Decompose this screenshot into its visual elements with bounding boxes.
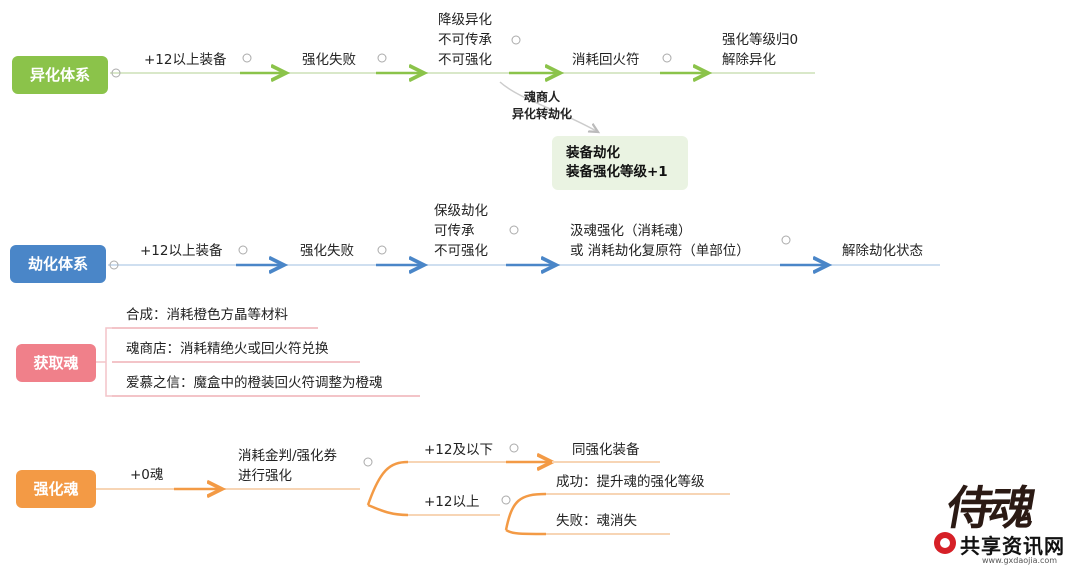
- watermark-brush-text: 侍魂: [942, 481, 1037, 535]
- branch4-step-1: +0魂: [130, 467, 164, 483]
- watermark-circle-icon: [934, 532, 956, 554]
- branch4-upper-outcome: 同强化装备: [572, 442, 640, 458]
- watermark-domain: www.gxdaojia.com: [982, 556, 1058, 565]
- root-node-calamity: 劫化体系: [10, 245, 106, 283]
- branch1-side-label: 魂商人 异化转劫化: [512, 90, 573, 121]
- branch4-lower-fail: 失败：魂消失: [556, 513, 637, 529]
- branch4-lower-condition: +12以上: [424, 494, 480, 510]
- branch4-upper-condition: +12及以下: [424, 442, 493, 458]
- branch3-item-2: 魂商店：消耗精绝火或回火符兑换: [126, 341, 329, 357]
- branch4-connectors: [96, 462, 730, 536]
- branch3-connectors: [96, 327, 420, 397]
- branch4-lower-success: 成功：提升魂的强化等级: [556, 474, 705, 490]
- branch1-step-4: 消耗回火符: [572, 52, 640, 68]
- branch1-step-3: 降级异化 不可传承 不可强化: [438, 12, 492, 68]
- root-node-enhance-soul: 强化魂: [16, 470, 96, 508]
- branch2-step-5: 解除劫化状态: [842, 243, 923, 259]
- branch2-step-3: 保级劫化 可传承 不可强化: [434, 203, 488, 259]
- branch2-step-2: 强化失败: [300, 243, 354, 259]
- branch3-item-1: 合成：消耗橙色方晶等材料: [126, 307, 288, 323]
- collapse-icons: [109, 35, 791, 505]
- branch1-step-5: 强化等级归0 解除异化: [722, 32, 799, 68]
- branch1-result-box: 装备劫化 装备强化等级+1: [552, 136, 688, 190]
- root-node-alienation: 异化体系: [12, 56, 108, 94]
- branch2-step-1: +12以上装备: [140, 243, 223, 259]
- watermark-badge: 共享资讯网: [930, 530, 1076, 558]
- branch1-connectors: [110, 73, 815, 132]
- branch1-step-2: 强化失败: [302, 52, 356, 68]
- watermark-logo: 侍魂 共享资讯网 www.gxdaojia.com: [930, 472, 1076, 566]
- root-node-obtain-soul: 获取魂: [16, 344, 96, 382]
- branch4-step-2: 消耗金判/强化券 进行强化: [238, 448, 338, 484]
- branch2-step-4: 汲魂强化（消耗魂） 或 消耗劫化复原符（单部位）: [570, 223, 750, 259]
- watermark-site-name: 共享资讯网: [960, 534, 1065, 558]
- branch3-item-3: 爱慕之信：魔盒中的橙装回火符调整为橙魂: [126, 375, 383, 391]
- branch1-step-1: +12以上装备: [144, 52, 227, 68]
